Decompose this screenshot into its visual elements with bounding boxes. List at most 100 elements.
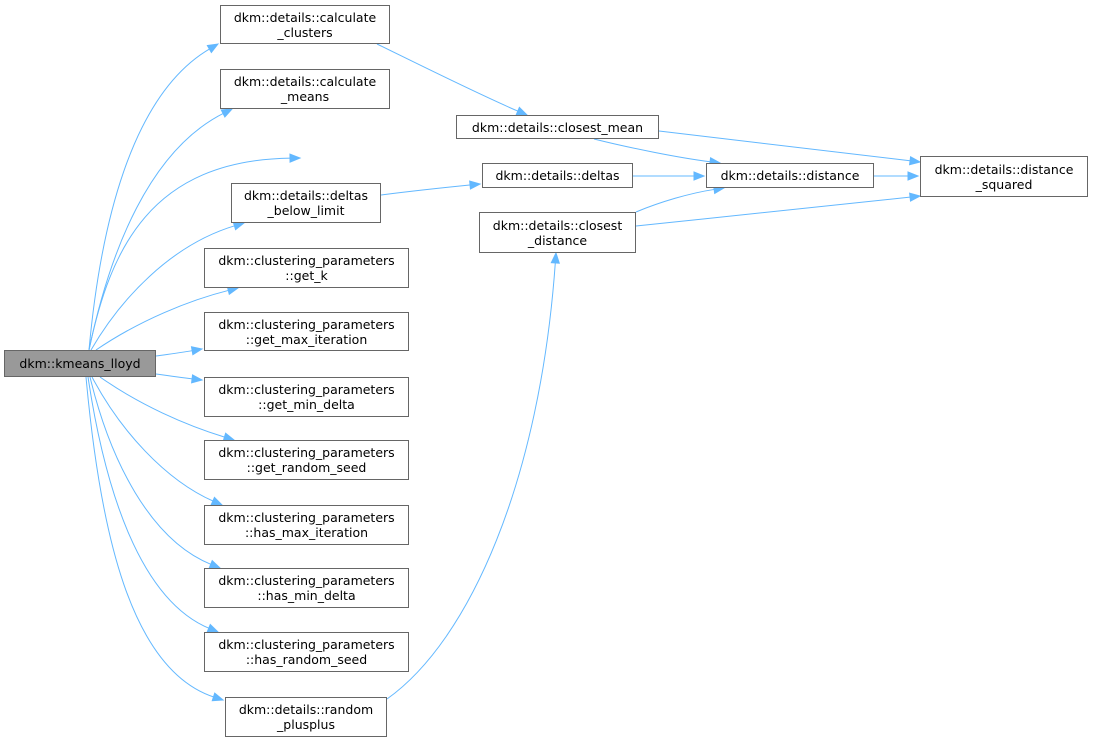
node-line: ::has_max_iteration bbox=[244, 525, 369, 540]
node-line: ::get_k bbox=[285, 268, 328, 283]
node-line: dkm::clustering_parameters bbox=[218, 253, 395, 268]
node-line: dkm::details::distance bbox=[934, 161, 1074, 177]
edge-arrowhead bbox=[908, 155, 922, 166]
edge-line bbox=[380, 184, 472, 196]
edge-line bbox=[90, 225, 236, 351]
edge-arrowhead bbox=[909, 192, 922, 202]
node-distance[interactable]: dkm::details::distance bbox=[706, 163, 874, 188]
edge-line bbox=[85, 376, 215, 698]
node-line: _plusplus bbox=[277, 717, 335, 732]
edge-closest-distance-to-distance bbox=[635, 184, 726, 213]
node-line: ::has_min_delta bbox=[257, 588, 356, 603]
node-calculate-clusters[interactable]: dkm::details::calculate _clusters bbox=[220, 5, 390, 44]
node-line: _means bbox=[280, 89, 330, 104]
edge-kmeans-lloyd-to-has-random-seed bbox=[87, 376, 220, 633]
edge-line bbox=[376, 43, 519, 112]
edge-deltas-below-limit-to-deltas bbox=[380, 180, 482, 196]
node-line: dkm::details::random bbox=[238, 702, 374, 717]
node-deltas-below-limit[interactable]: dkm::details::deltas _below_limit bbox=[231, 183, 381, 223]
edge-kmeans-lloyd-to-get-max-iteration bbox=[155, 346, 204, 357]
edge-arrowhead bbox=[211, 692, 225, 702]
node-closest-mean[interactable]: dkm::details::closest_mean bbox=[456, 115, 659, 139]
edge-closest-mean-to-distance-squared bbox=[658, 130, 922, 166]
node-line: ::has_random_seed bbox=[245, 652, 368, 667]
edge-arrowhead bbox=[220, 108, 234, 118]
node-random-plusplus[interactable]: dkm::details::random _plusplus bbox=[225, 697, 387, 737]
edge-deltas-to-distance bbox=[632, 171, 706, 181]
edge-arrowhead bbox=[550, 251, 560, 264]
node-has-min-delta[interactable]: dkm::clustering_parameters ::has_min_del… bbox=[204, 568, 409, 608]
edge-line bbox=[658, 130, 912, 162]
node-line: dkm::clustering_parameters bbox=[218, 637, 395, 652]
edge-closest-mean-to-distance bbox=[593, 138, 722, 167]
edge-line bbox=[88, 48, 211, 351]
edge-arrowhead bbox=[907, 171, 920, 181]
edge-kmeans-lloyd-to-deltas-below-limit bbox=[90, 221, 246, 351]
edge-line bbox=[635, 196, 912, 227]
edge-line bbox=[386, 261, 556, 700]
node-distance-squared[interactable]: dkm::details::distance _squared bbox=[920, 156, 1088, 197]
node-line: dkm::kmeans_lloyd bbox=[19, 356, 141, 371]
edge-kmeans-lloyd-to-has-min-delta bbox=[89, 376, 222, 569]
edge-line bbox=[91, 376, 214, 502]
node-calculate-means[interactable]: dkm::details::calculate _means bbox=[220, 69, 390, 109]
node-line: dkm::details::closest_mean bbox=[471, 119, 644, 135]
node-line: dkm::details::deltas bbox=[495, 168, 620, 183]
node-line: dkm::clustering_parameters bbox=[218, 445, 395, 460]
node-closest-distance[interactable]: dkm::details::closest _distance bbox=[479, 212, 636, 253]
edge-line bbox=[87, 376, 210, 630]
edge-arrowhead bbox=[693, 171, 706, 181]
edge-random-plusplus-to-closest-distance bbox=[386, 251, 560, 700]
node-line: _below_limit bbox=[267, 203, 345, 218]
edge-arrowhead bbox=[190, 346, 204, 356]
edge-arrowhead bbox=[206, 43, 220, 54]
edge-line bbox=[95, 289, 230, 351]
node-get-min-delta[interactable]: dkm::clustering_parameters ::get_min_del… bbox=[204, 377, 409, 417]
node-get-random-seed[interactable]: dkm::clustering_parameters ::get_random_… bbox=[204, 440, 409, 480]
edge-kmeans-lloyd-to-random-plusplus bbox=[85, 376, 225, 702]
node-line: dkm::details::calculate bbox=[233, 9, 377, 25]
node-line: dkm::clustering_parameters bbox=[218, 382, 395, 397]
edge-arrowhead bbox=[191, 374, 204, 384]
edge-arrowhead bbox=[210, 496, 224, 506]
edge-distance-to-distance-squared bbox=[873, 171, 920, 181]
edge-line bbox=[99, 376, 226, 438]
edge-line bbox=[89, 376, 212, 566]
node-line: dkm::clustering_parameters bbox=[218, 573, 395, 588]
edge-line bbox=[155, 373, 194, 380]
node-has-max-iteration[interactable]: dkm::clustering_parameters ::has_max_ite… bbox=[204, 505, 409, 545]
edge-line bbox=[88, 157, 292, 351]
edge-arrowhead bbox=[515, 106, 529, 116]
node-line: _distance bbox=[527, 232, 588, 248]
node-line: ::get_max_iteration bbox=[245, 331, 368, 347]
node-line: dkm::details::calculate bbox=[233, 74, 377, 89]
node-line: dkm::details::distance bbox=[720, 168, 860, 183]
node-get-k[interactable]: dkm::clustering_parameters ::get_k bbox=[204, 248, 409, 288]
edge-arrowhead bbox=[232, 221, 246, 231]
edge-kmeans-lloyd-to-calculate-clusters bbox=[88, 43, 220, 351]
edge-kmeans-lloyd-to-deltas bbox=[88, 153, 302, 351]
edge-arrowhead bbox=[289, 153, 302, 163]
edge-arrowhead bbox=[469, 180, 482, 190]
node-get-max-iteration[interactable]: dkm::clustering_parameters ::get_max_ite… bbox=[204, 312, 409, 351]
node-line: dkm::clustering_parameters bbox=[218, 316, 395, 332]
edge-kmeans-lloyd-to-has-max-iteration bbox=[91, 376, 224, 506]
edge-line bbox=[155, 350, 194, 357]
node-line: _clusters bbox=[277, 24, 333, 40]
node-line: dkm::details::closest bbox=[492, 217, 623, 233]
edge-closest-distance-to-distance-squared bbox=[635, 192, 922, 227]
node-line: ::get_random_seed bbox=[246, 460, 367, 475]
edge-arrowhead bbox=[206, 623, 220, 633]
edge-calculate-clusters-to-closest-mean bbox=[376, 43, 529, 116]
edge-arrowhead bbox=[208, 559, 222, 569]
node-deltas[interactable]: dkm::details::deltas bbox=[482, 163, 633, 188]
node-has-random-seed[interactable]: dkm::clustering_parameters ::has_random_… bbox=[204, 632, 409, 672]
node-line: _squared bbox=[975, 176, 1033, 192]
edge-line bbox=[635, 188, 716, 213]
edge-line bbox=[593, 138, 712, 163]
node-kmeans-lloyd[interactable]: dkm::kmeans_lloyd bbox=[4, 350, 156, 377]
edge-kmeans-lloyd-to-get-min-delta bbox=[155, 373, 204, 384]
node-line: dkm::clustering_parameters bbox=[218, 510, 395, 525]
